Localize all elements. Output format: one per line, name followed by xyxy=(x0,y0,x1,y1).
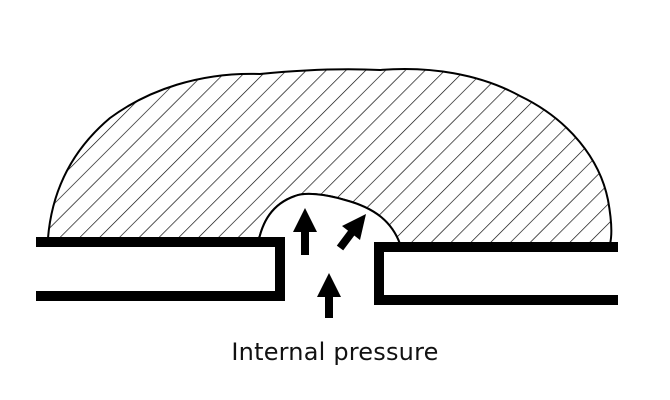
right-plate xyxy=(374,242,618,305)
diagram-caption: Internal pressure xyxy=(231,338,439,366)
left-plate xyxy=(36,237,285,301)
arrow-diagonal-icon xyxy=(336,214,366,251)
arrow-up-lower-icon xyxy=(317,273,341,318)
arrow-up-icon xyxy=(293,208,317,255)
